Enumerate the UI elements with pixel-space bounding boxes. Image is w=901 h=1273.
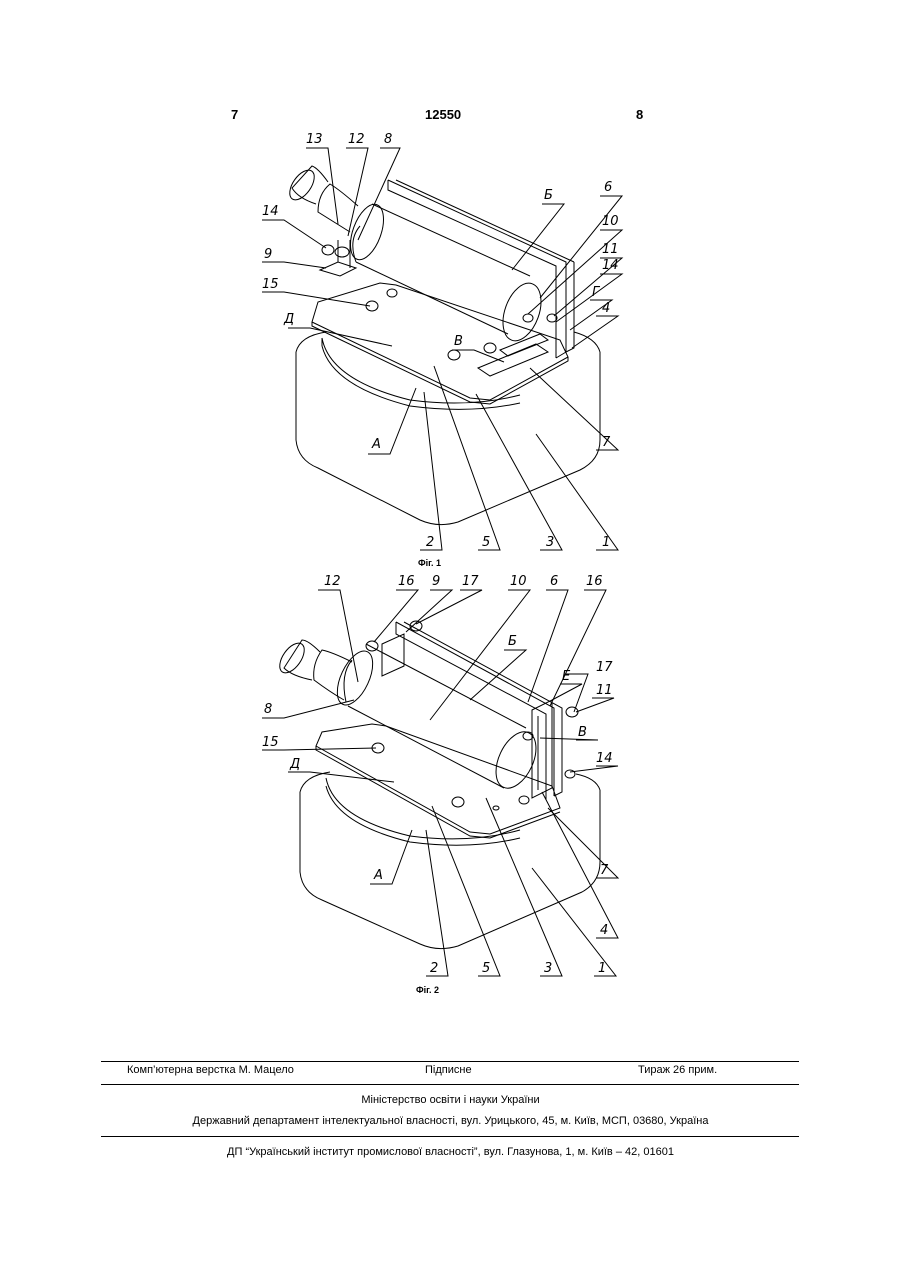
fig2-label-11: 11 <box>596 683 613 698</box>
fig1-label-7: 7 <box>602 435 611 450</box>
fig2-label-17b: 17 <box>596 660 613 675</box>
fig1-label-G: Г <box>592 285 601 300</box>
footer-rule-bottom <box>101 1136 799 1137</box>
fig2-label-1: 1 <box>598 961 606 976</box>
fig1-label-A: А <box>371 437 381 452</box>
footer-ministry: Міністерство освіти і науки України <box>0 1094 901 1106</box>
fig2-label-E: Е <box>562 669 571 684</box>
fig2-label-5: 5 <box>482 961 490 976</box>
fig1-label-12: 12 <box>348 132 365 147</box>
fig2-label-2: 2 <box>430 961 438 976</box>
fig1-label-10: 10 <box>602 214 619 229</box>
fig2-label-14: 14 <box>596 751 613 766</box>
fig1-label-8: 8 <box>384 132 392 147</box>
fig2-label-4: 4 <box>600 923 608 938</box>
fig1-label-D: Д <box>283 312 294 327</box>
fig2-label-12: 12 <box>324 574 341 589</box>
fig2-label-8: 8 <box>264 702 272 717</box>
fig2-label-16a: 16 <box>398 574 415 589</box>
fig1-label-3: 3 <box>546 535 554 550</box>
fig2-label-9: 9 <box>432 574 440 589</box>
figure-1-drawing: 13 12 8 14 9 15 Д В А Б 6 10 11 14 Г 4 7… <box>0 0 901 575</box>
fig2-label-D: Д <box>289 757 300 772</box>
fig2-label-B: Б <box>508 634 517 649</box>
fig1-label-9: 9 <box>264 247 272 262</box>
figure-2-drawing: 12 16 9 17 10 6 16 Б Е 17 11 В 14 8 15 Д… <box>0 560 901 1000</box>
fig2-label-10: 10 <box>510 574 527 589</box>
fig2-label-3: 3 <box>544 961 552 976</box>
footer-department: Державний департамент інтелектуальної вл… <box>0 1115 901 1127</box>
fig1-label-14b: 14 <box>602 258 619 273</box>
footer-institute: ДП “Український інститут промислової вла… <box>0 1146 901 1158</box>
fig1-label-4: 4 <box>602 301 610 316</box>
fig2-label-V: В <box>578 725 587 740</box>
figure-2-caption: Фіг. 2 <box>416 985 439 995</box>
fig1-label-6: 6 <box>604 180 612 195</box>
fig1-label-5: 5 <box>482 535 490 550</box>
fig2-label-15: 15 <box>262 735 279 750</box>
fig2-label-17a: 17 <box>462 574 479 589</box>
fig1-label-1: 1 <box>602 535 610 550</box>
fig1-label-B: Б <box>544 188 553 203</box>
footer-circulation: Тираж 26 прим. <box>638 1064 717 1076</box>
footer-signed: Підписне <box>425 1064 472 1076</box>
fig1-label-13: 13 <box>306 132 323 147</box>
fig2-label-16b: 16 <box>586 574 603 589</box>
fig1-label-2: 2 <box>426 535 434 550</box>
fig2-label-7: 7 <box>600 863 609 878</box>
fig2-label-A: А <box>373 868 383 883</box>
fig1-label-15: 15 <box>262 277 279 292</box>
fig1-label-V: В <box>454 334 463 349</box>
fig1-label-11: 11 <box>602 242 619 257</box>
fig2-label-6: 6 <box>550 574 558 589</box>
footer-layout-credit: Комп’ютерна верстка М. Мацело <box>127 1064 294 1076</box>
footer-rule-top <box>101 1061 799 1062</box>
fig1-label-14a: 14 <box>262 204 279 219</box>
footer-rule-middle <box>101 1084 799 1085</box>
